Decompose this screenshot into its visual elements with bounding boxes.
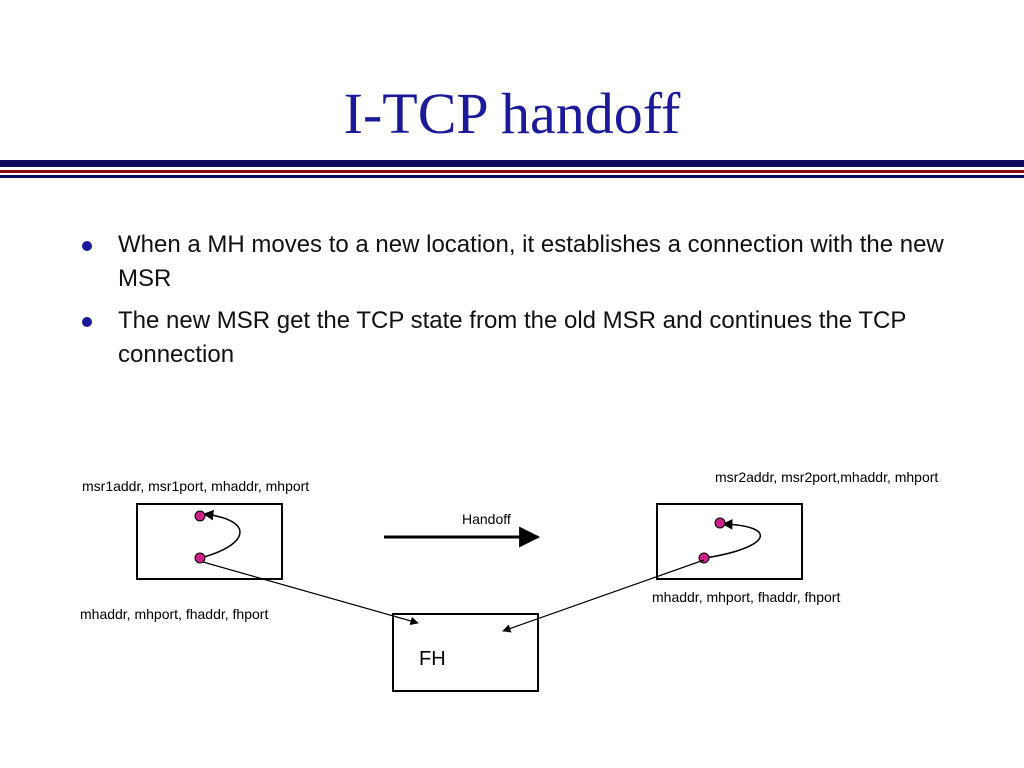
msr1-box [136,503,283,580]
page-title: I-TCP handoff [343,81,681,146]
title-rule-middle [0,170,1024,173]
msr2-node-top [714,517,726,529]
bullet-item: When a MH moves to a new location, it es… [78,228,958,296]
msr1-node-bottom [194,552,206,564]
bullet-text: When a MH moves to a new location, it es… [118,231,944,292]
msr1-node-top [194,510,206,522]
bullet-dot-icon [82,317,92,327]
title-rule-bottom [0,175,1024,178]
msr2-lower-label: mhaddr, mhport, fhaddr, fhport [652,589,840,605]
bullet-list: When a MH moves to a new location, it es… [78,228,958,380]
title-rule-top [0,160,1024,167]
msr2-loop-arrow [704,519,762,559]
msr1-to-fh-arrow [202,561,419,625]
fh-label: FH [419,648,446,670]
msr2-label: msr2addr, msr2port,mhaddr, mhport [715,469,938,485]
handoff-label: Handoff [462,511,511,527]
bullet-text: The new MSR get the TCP state from the o… [118,307,906,368]
bullet-dot-icon [82,241,92,251]
fh-box [392,613,539,692]
msr2-box [656,503,803,580]
msr2-to-fh-arrow [502,559,705,633]
msr1-label: msr1addr, msr1port, mhaddr, mhport [82,478,309,494]
msr1-loop-arrow [199,509,241,559]
msr1-lower-label: mhaddr, mhport, fhaddr, fhport [80,606,268,622]
bullet-item: The new MSR get the TCP state from the o… [78,304,958,372]
